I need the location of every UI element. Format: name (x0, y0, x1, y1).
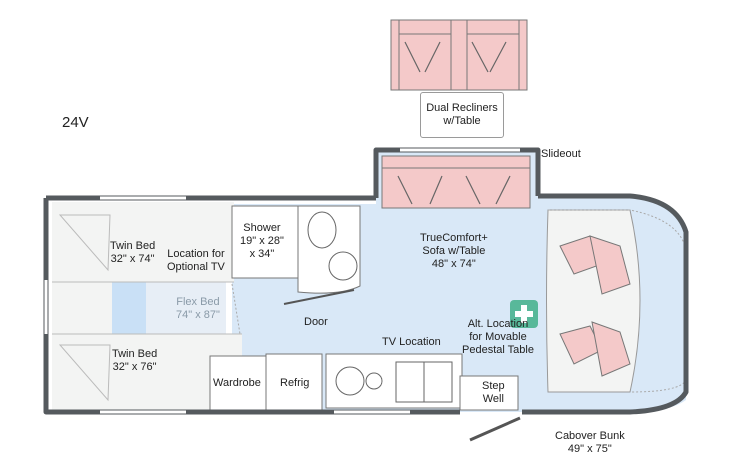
flex-bed-label: Flex Bed 74" x 87" (176, 296, 220, 321)
alt-location-label: Alt. Location for Movable Pedestal Table (462, 318, 534, 356)
dual-recliners-label: Dual Recliners w/Table (420, 92, 504, 138)
dual-recliners-text: Dual Recliners w/Table (426, 102, 498, 127)
refrig-label: Refrig (280, 377, 310, 389)
wardrobe-label: Wardrobe (213, 377, 261, 389)
dual-recliners (390, 19, 528, 91)
add-icon (510, 300, 538, 328)
slideout-label: Slideout (541, 148, 581, 160)
tv-location-label: TV Location (382, 336, 441, 348)
twin-bed-1-label: Twin Bed 32" x 74" (110, 240, 156, 265)
step-well-label: Step Well (482, 380, 505, 405)
door-label: Door (304, 316, 328, 328)
twin-bed-2-label: Twin Bed 32" x 76" (112, 348, 158, 373)
model-label: 24V (62, 114, 89, 131)
cabover-bunk-label: Cabover Bunk 49" x 75" (555, 430, 625, 455)
shower-label: Shower 19" x 28" x 34" (240, 222, 284, 260)
location-tv-label: Location for Optional TV (167, 248, 225, 273)
sofa-label: TrueComfort+ Sofa w/Table 48" x 74" (420, 232, 488, 270)
